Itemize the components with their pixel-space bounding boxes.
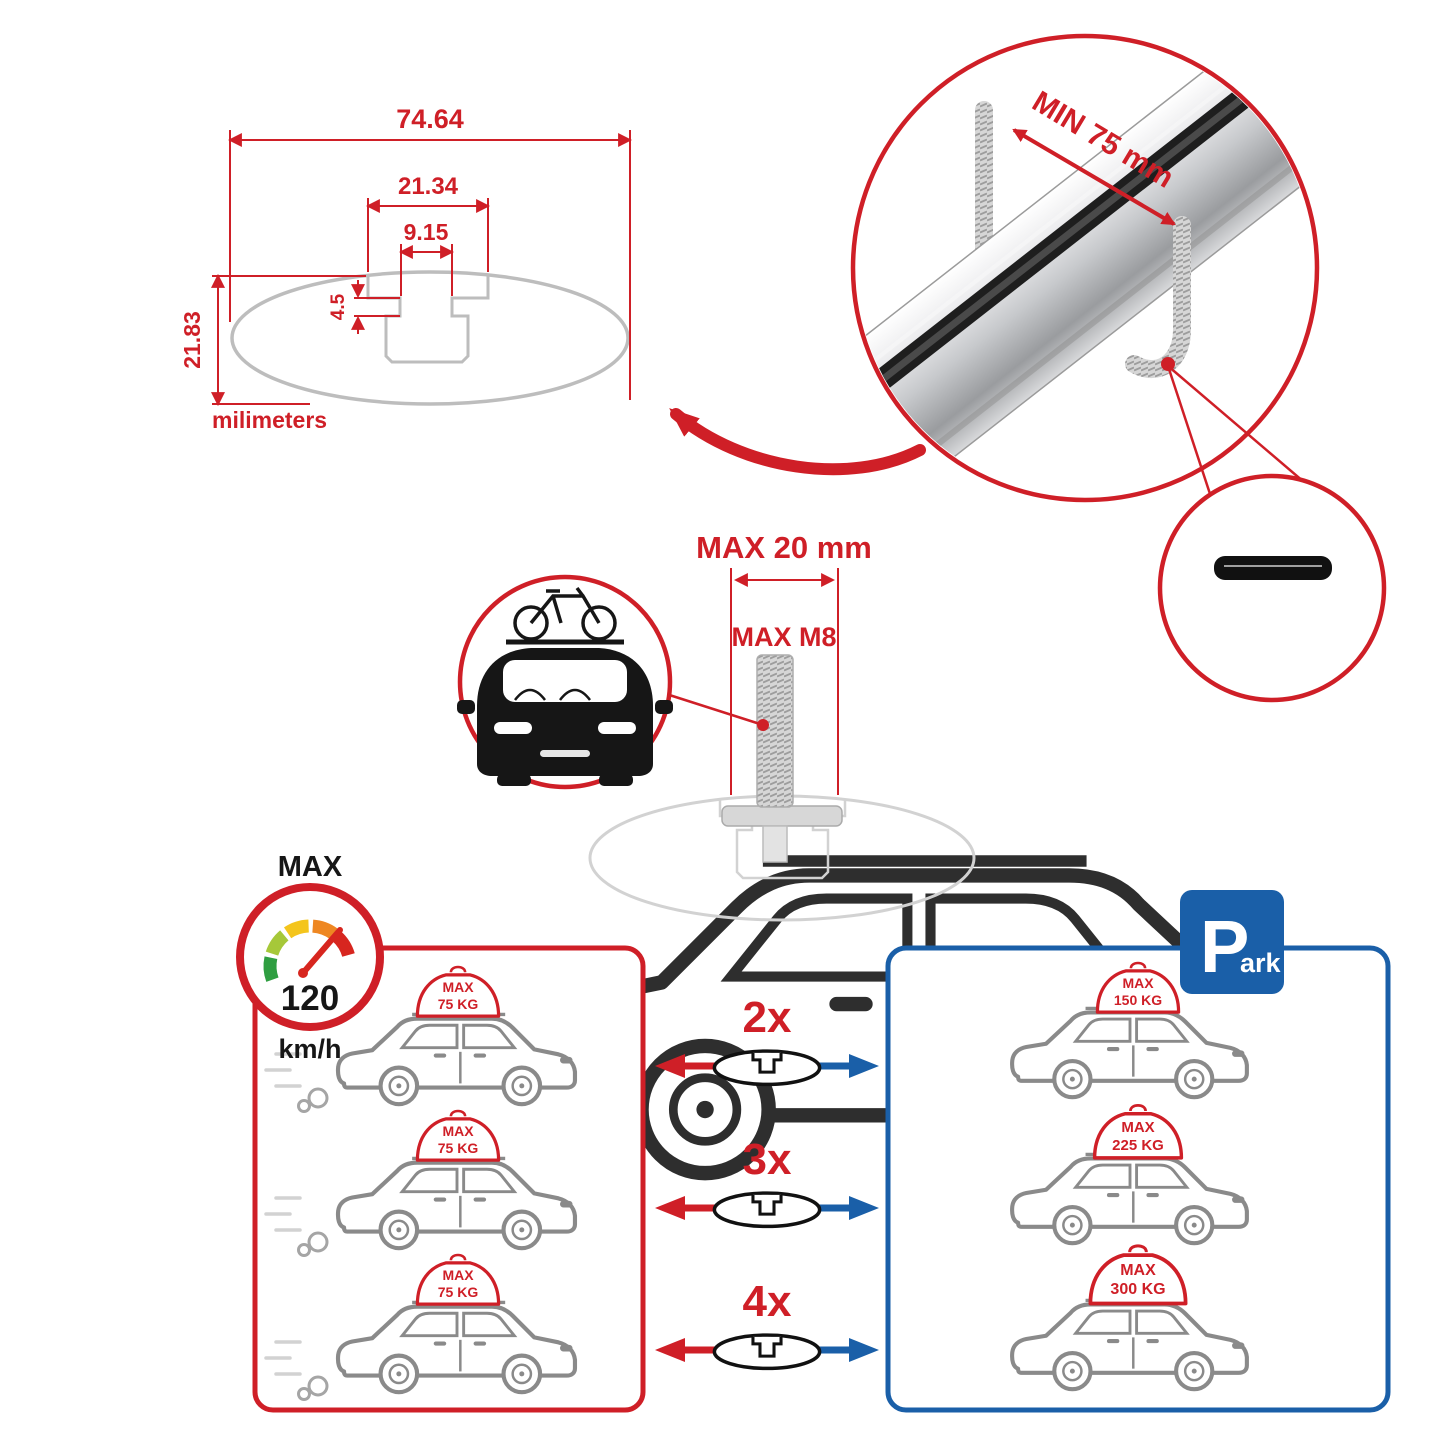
roofbox-car-circle bbox=[520, 473, 1387, 1173]
speed-max-label: MAX bbox=[278, 851, 343, 883]
bag-limit-label: MAX bbox=[442, 1267, 474, 1283]
parked-panel-cars: MAX 150 KG MAX 225 KG MAX 300 KG bbox=[1012, 961, 1247, 1389]
dim-opening-width: 9.15 bbox=[404, 219, 449, 245]
bag-load-label: 75 KG bbox=[438, 1140, 479, 1156]
bar-count-label: 4x bbox=[743, 1277, 792, 1326]
grille bbox=[540, 750, 590, 757]
max-width-label: MAX 20 mm bbox=[696, 530, 872, 565]
dim-channel-width: 21.34 bbox=[398, 173, 459, 200]
bag-load-label: 225 KG bbox=[1112, 1137, 1164, 1154]
parking-sign-plate bbox=[1180, 890, 1284, 994]
bag-limit-label: MAX bbox=[1122, 975, 1154, 991]
bar-count-label: 2x bbox=[743, 993, 792, 1042]
bike-icon bbox=[513, 586, 617, 641]
headlight-right bbox=[598, 722, 636, 734]
photo-to-drawing-arrow bbox=[669, 408, 926, 476]
bar-count-row-3: 4x bbox=[655, 1277, 879, 1371]
driving-car-row-2: MAX 75 KG bbox=[264, 1109, 575, 1257]
parked-car-row-3: MAX 300 KG bbox=[1012, 1246, 1247, 1389]
threaded-stud bbox=[756, 654, 794, 808]
callout-line-a bbox=[1166, 365, 1214, 501]
callout-line-b bbox=[1167, 365, 1319, 495]
profile-dimension-diagram: 74.64 21.34 9.15 4.5 21.83 milimeters bbox=[179, 104, 633, 433]
bar-count-label: 3x bbox=[743, 1135, 792, 1184]
dim-total-width: 74.64 bbox=[396, 104, 464, 134]
parking-sign: P ark bbox=[1180, 890, 1284, 994]
bar-count-rows: 2x 3x 4x bbox=[655, 993, 879, 1371]
headlight-left bbox=[494, 722, 532, 734]
dim-total-height: 21.83 bbox=[179, 311, 205, 369]
gauge-needle bbox=[300, 927, 343, 976]
driving-car-row-1: MAX 75 KG bbox=[264, 965, 575, 1113]
bar-count-row-2: 3x bbox=[655, 1135, 879, 1229]
mirror-left bbox=[457, 700, 475, 714]
speedometer-circle bbox=[236, 883, 384, 1031]
units-label: milimeters bbox=[212, 407, 327, 433]
roof-box bbox=[1214, 556, 1332, 580]
gauge-arc bbox=[263, 919, 355, 982]
profile-t-slot bbox=[366, 275, 490, 364]
dim-lip-depth: 4.5 bbox=[328, 293, 349, 320]
bike-callout-line bbox=[659, 690, 761, 726]
bag-load-label: 150 KG bbox=[1114, 992, 1162, 1008]
max-thread-label: MAX M8 bbox=[731, 622, 836, 652]
stud-diagram: MAX 20 mm MAX M8 bbox=[588, 530, 976, 922]
bike-callout-dot bbox=[757, 719, 769, 731]
stud-lower-stem bbox=[762, 825, 788, 863]
driving-car-row-3: MAX 75 KG bbox=[264, 1253, 575, 1401]
bag-limit-label: MAX bbox=[1120, 1262, 1156, 1279]
bag-limit-label: MAX bbox=[1121, 1119, 1154, 1136]
roofbox-circle-bg bbox=[1157, 473, 1387, 703]
t-nut-plate bbox=[721, 805, 843, 827]
mirror-right bbox=[655, 700, 673, 714]
parking-letter: P bbox=[1200, 905, 1249, 988]
wheel-right bbox=[599, 774, 633, 786]
bag-load-label: 75 KG bbox=[438, 996, 479, 1012]
speed-value: 120 bbox=[281, 979, 339, 1018]
bike-car-circle bbox=[457, 574, 673, 790]
speed-units: km/h bbox=[278, 1034, 341, 1064]
bag-limit-label: MAX bbox=[442, 979, 474, 995]
bag-load-label: 300 KG bbox=[1110, 1281, 1165, 1298]
gauge-pivot bbox=[298, 968, 308, 978]
bag-load-label: 75 KG bbox=[438, 1284, 479, 1300]
wipers bbox=[514, 688, 591, 701]
crossbar-icon bbox=[712, 1333, 822, 1371]
speed-limit-badge: MAX 120 km/h bbox=[236, 851, 384, 1064]
wheel-left bbox=[497, 774, 531, 786]
profile-ellipse bbox=[230, 270, 630, 406]
crossbar-icon bbox=[712, 1049, 822, 1087]
parked-car-row-2: MAX 225 KG bbox=[1012, 1105, 1247, 1243]
driving-panel-cars: MAX 75 KG MAX 75 KG MAX 75 KG bbox=[264, 965, 575, 1401]
bar-count-row-1: 2x bbox=[655, 993, 879, 1087]
detail-circle-border bbox=[850, 33, 1320, 503]
bag-limit-label: MAX bbox=[442, 1123, 474, 1139]
min-clearance-arrow bbox=[1012, 128, 1176, 226]
crossbar-icon bbox=[712, 1191, 822, 1229]
parked-car-row-1: MAX 150 KG bbox=[1012, 961, 1247, 1097]
parking-suffix: ark bbox=[1240, 948, 1282, 978]
